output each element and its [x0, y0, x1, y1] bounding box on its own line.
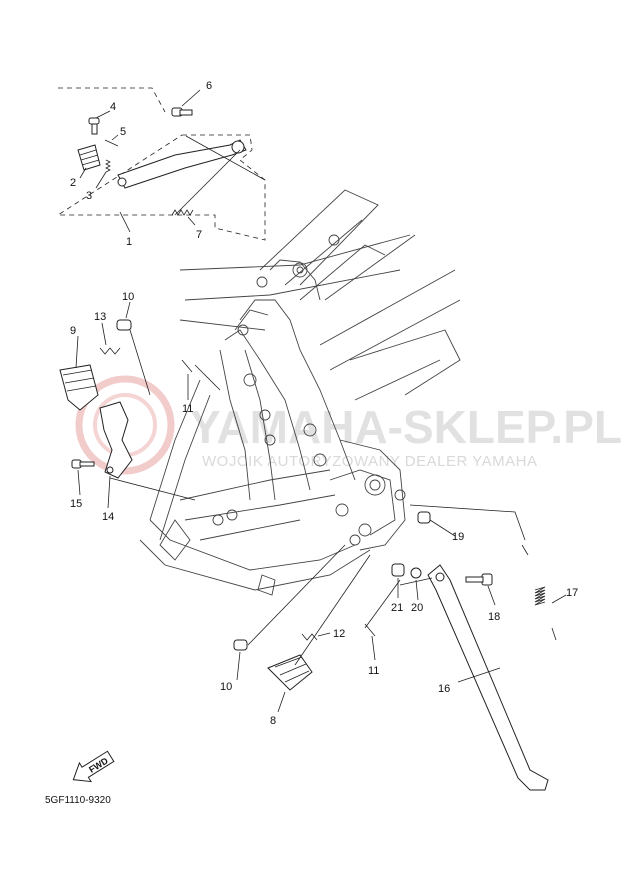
part-16-sidestand — [427, 564, 549, 791]
callout-1: 1 — [126, 236, 132, 248]
callout-12: 12 — [333, 628, 345, 640]
callout-19: 19 — [452, 531, 464, 543]
part-10-pin-upper — [116, 319, 132, 331]
callout-11-upper: 11 — [182, 403, 193, 415]
part-18-bolt — [465, 573, 493, 586]
callout-11-lower: 11 — [368, 665, 379, 677]
watermark: YAMAHA-SKLEP.PL WOJCIK AUTORYZOWANY DEAL… — [75, 375, 622, 475]
callout-16: 16 — [438, 683, 450, 695]
callout-14: 14 — [102, 511, 114, 523]
callouts: 6 4 5 2 3 1 7 10 13 9 11 14 15 19 21 20 … — [70, 80, 578, 727]
callout-2: 2 — [70, 177, 76, 189]
part-21-bushing — [391, 563, 405, 577]
part-10-pin-lower — [233, 639, 248, 651]
watermark-main-text: YAMAHA-SKLEP.PL — [190, 401, 622, 453]
callout-10-lower: 10 — [220, 681, 232, 693]
part-4-pin — [88, 117, 100, 135]
part-19-collar — [417, 511, 431, 524]
part-8-footrest — [267, 654, 313, 691]
callout-10-upper: 10 — [122, 291, 134, 303]
callout-4: 4 — [110, 101, 116, 113]
callout-8: 8 — [270, 715, 276, 727]
callout-6: 6 — [206, 80, 212, 92]
part-14-footrest-bracket — [99, 401, 133, 479]
part-3-spring — [105, 159, 111, 173]
brake-pedal-assembly-box — [56, 87, 266, 241]
leader-lines — [75, 89, 567, 713]
part-5-cotter-pin — [104, 139, 119, 147]
callout-3: 3 — [86, 190, 92, 202]
callout-13: 13 — [94, 311, 106, 323]
callout-15: 15 — [70, 498, 82, 510]
callout-5: 5 — [120, 126, 126, 138]
watermark-logo-icon — [75, 375, 175, 475]
watermark-sub-text: WOJCIK AUTORYZOWANY DEALER YAMAHA — [202, 453, 537, 470]
frame-outline — [139, 189, 461, 596]
part-7-spring — [171, 209, 194, 216]
part-6-bolt — [171, 107, 193, 117]
callout-18: 18 — [488, 611, 500, 623]
callout-9: 9 — [70, 325, 76, 337]
part-11-cotter-upper — [181, 359, 193, 373]
part-12-spring — [301, 633, 318, 641]
part-20-washer — [410, 567, 422, 579]
part-13-spring — [99, 347, 121, 355]
callout-21: 21 — [391, 602, 403, 614]
part-15-bolt — [71, 459, 95, 469]
part-17-spring — [521, 544, 557, 641]
callout-17: 17 — [566, 587, 578, 599]
fwd-arrow-icon: FWD — [72, 750, 115, 783]
part-2-footrest — [77, 144, 101, 171]
part-9-footrest — [59, 364, 99, 411]
callout-7: 7 — [196, 229, 202, 241]
callout-20: 20 — [411, 602, 423, 614]
diagram-code: 5GF1110-9320 — [45, 795, 111, 806]
